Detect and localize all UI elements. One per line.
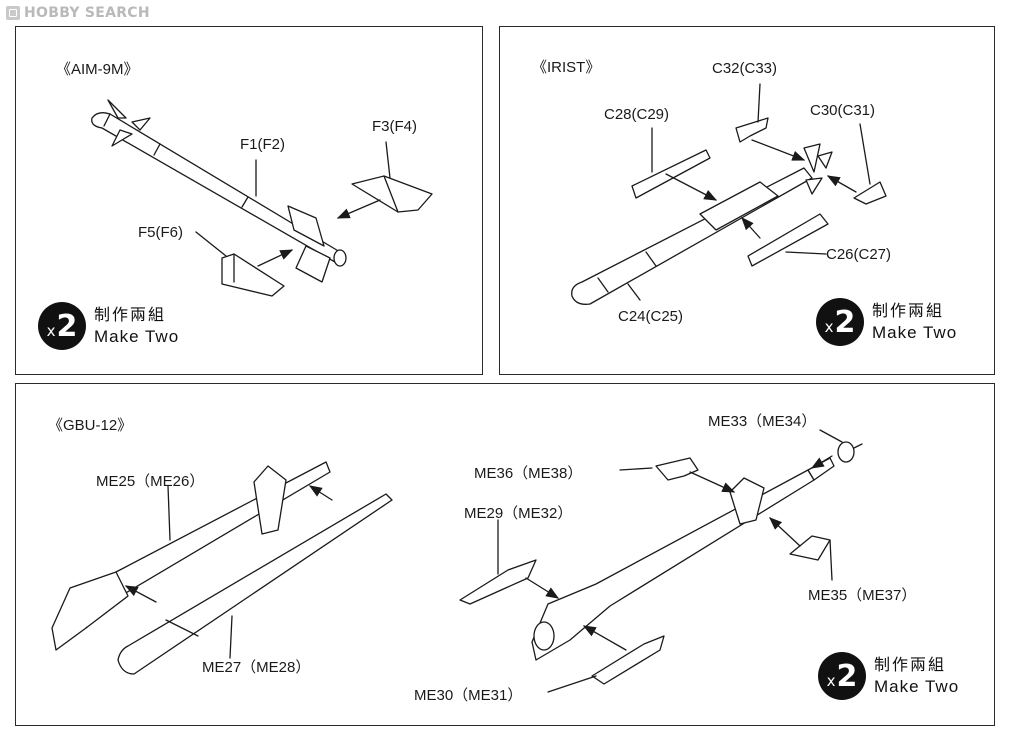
label-c26: C26(C27) (826, 246, 892, 263)
label-f5: F5(F6) (138, 224, 183, 241)
label-me27: ME27（ME28） (202, 659, 311, 676)
panel-irist (499, 26, 995, 375)
badge-english-text: Make Two (874, 677, 960, 696)
gbu12-part-me35-drawing (789, 535, 831, 561)
gbu12-right-half-drawing (117, 493, 393, 675)
irist-title: 《IRIST》 (532, 59, 601, 76)
aim9m-title: 《AIM-9M》 (56, 61, 139, 78)
gbu12-title: 《GBU-12》 (48, 417, 133, 434)
watermark: HOBBY SEARCH (6, 4, 155, 22)
badge-chinese-text: 制作兩組 (874, 655, 947, 674)
gbu12-part-me33-drawing (837, 441, 863, 463)
irist-part-c28-drawing (631, 149, 711, 199)
badge-chinese-text: 制作兩組 (872, 301, 945, 320)
aim9m-part-f5-drawing (221, 253, 285, 297)
badge-english-text: Make Two (94, 327, 180, 346)
watermark-brand: HOBBY (24, 5, 80, 21)
gbu12-left-half-drawing (51, 461, 331, 651)
aim9m-part-f3-drawing (351, 175, 433, 213)
label-c32: C32(C33) (712, 60, 778, 77)
label-me29: ME29（ME32） (464, 505, 573, 522)
panel-gbu12 (15, 383, 995, 726)
irist-part-c26-drawing (747, 213, 829, 267)
label-c30: C30(C31) (810, 102, 876, 119)
label-me25: ME25（ME26） (96, 473, 205, 490)
watermark-word: SEARCH (84, 5, 150, 21)
panel-aim9m (15, 26, 483, 375)
aim9m-missile-drawing (91, 99, 347, 283)
irist-part-c32-drawing (735, 117, 769, 143)
label-f3: F3(F4) (372, 118, 417, 135)
badge-chinese-text: 制作兩組 (94, 305, 167, 324)
label-me30: ME30（ME31） (414, 687, 523, 704)
gbu12-part-me36-drawing (655, 457, 699, 481)
label-me35: ME35（ME37） (808, 587, 917, 604)
label-f1: F1(F2) (240, 136, 285, 153)
label-me33: ME33（ME34） (708, 413, 817, 430)
badge-english-text: Make Two (872, 323, 958, 342)
label-c24: C24(C25) (618, 308, 684, 325)
irist-part-c30-drawing (853, 181, 887, 205)
gbu12-assembled-bomb-drawing (531, 457, 835, 661)
label-c28: C28(C29) (604, 106, 670, 123)
gbu12-part-me29-drawing (459, 559, 537, 605)
irist-missile-drawing (571, 143, 833, 305)
gbu12-part-me30-drawing (591, 635, 665, 685)
label-me36: ME36（ME38） (474, 465, 583, 482)
hobby-search-logo-icon (6, 6, 20, 20)
